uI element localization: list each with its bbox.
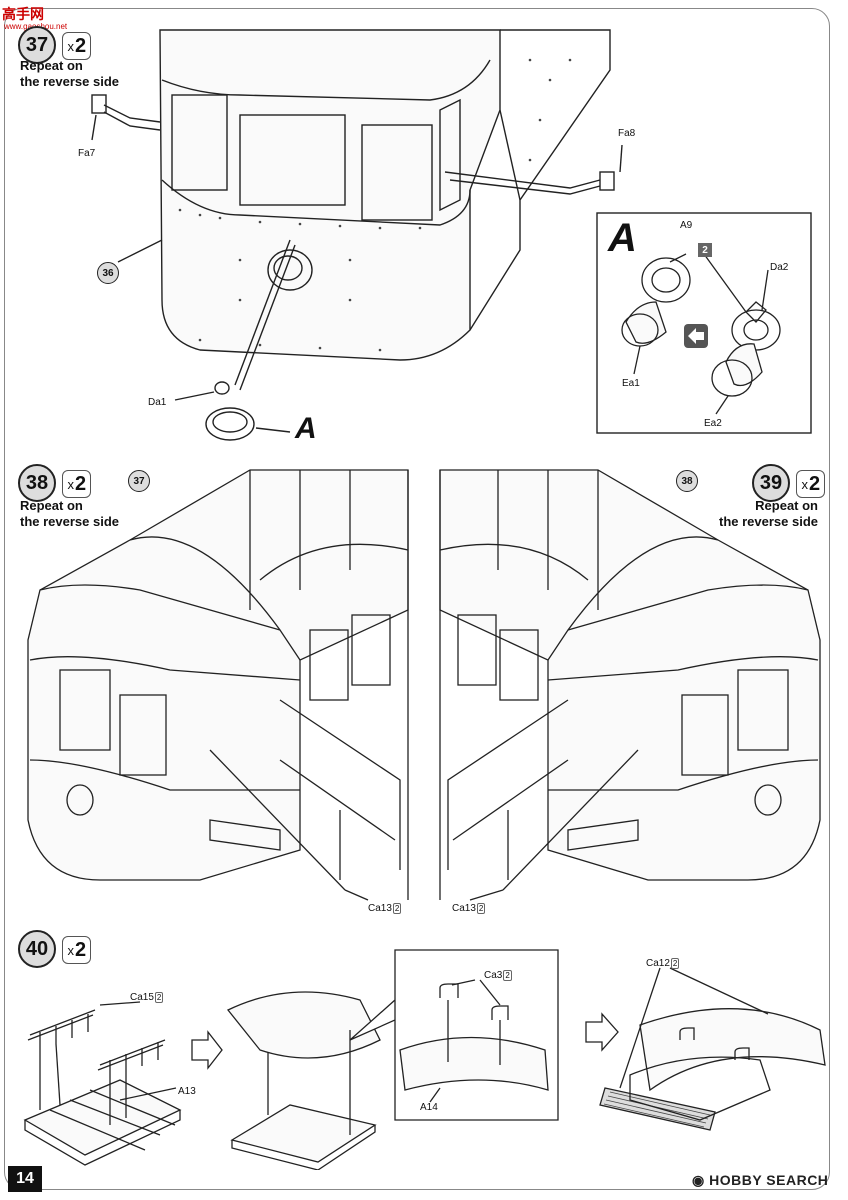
part-label-da2: Da2 [770, 262, 789, 273]
reference-37: 37 [128, 470, 150, 492]
part-label-fa8: Fa8 [618, 128, 636, 139]
callout-a: A [295, 412, 317, 445]
brand-logo: ◉ HOBBY SEARCH [692, 1172, 829, 1188]
watermark-logo: 高手网 [2, 6, 44, 22]
inset-step-badge: 2 [698, 243, 712, 257]
part-label-da1: Da1 [148, 397, 167, 408]
step-number-badge: 37 [18, 26, 56, 64]
part-label-a14: A14 [420, 1102, 438, 1113]
page-frame [4, 8, 830, 1190]
step-number-badge: 39 [752, 464, 790, 502]
step-number-badge: 38 [18, 464, 56, 502]
part-label-a13: A13 [178, 1086, 196, 1097]
part-label-fa7: Fa7 [78, 148, 96, 159]
step-39-note: Repeat on the reverse side [718, 498, 818, 529]
steps-38-39-illustration [27, 469, 821, 901]
brand-icon: ◉ [692, 1172, 710, 1188]
step-37-illustration [91, 29, 623, 441]
part-label-ea2: Ea2 [704, 418, 722, 429]
step-38-note: Repeat on the reverse side [20, 498, 120, 529]
page-number: 14 [8, 1166, 42, 1192]
reference-38: 38 [676, 470, 698, 492]
reference-36: 36 [97, 262, 119, 284]
step-40-illustration [23, 949, 826, 1170]
step-37-note: Repeat on the reverse side [20, 58, 120, 89]
step-number-badge: 40 [18, 930, 56, 968]
part-label-a9: A9 [680, 220, 693, 231]
inset-a-letter: A [608, 216, 637, 260]
part-label-ea1: Ea1 [622, 378, 640, 389]
